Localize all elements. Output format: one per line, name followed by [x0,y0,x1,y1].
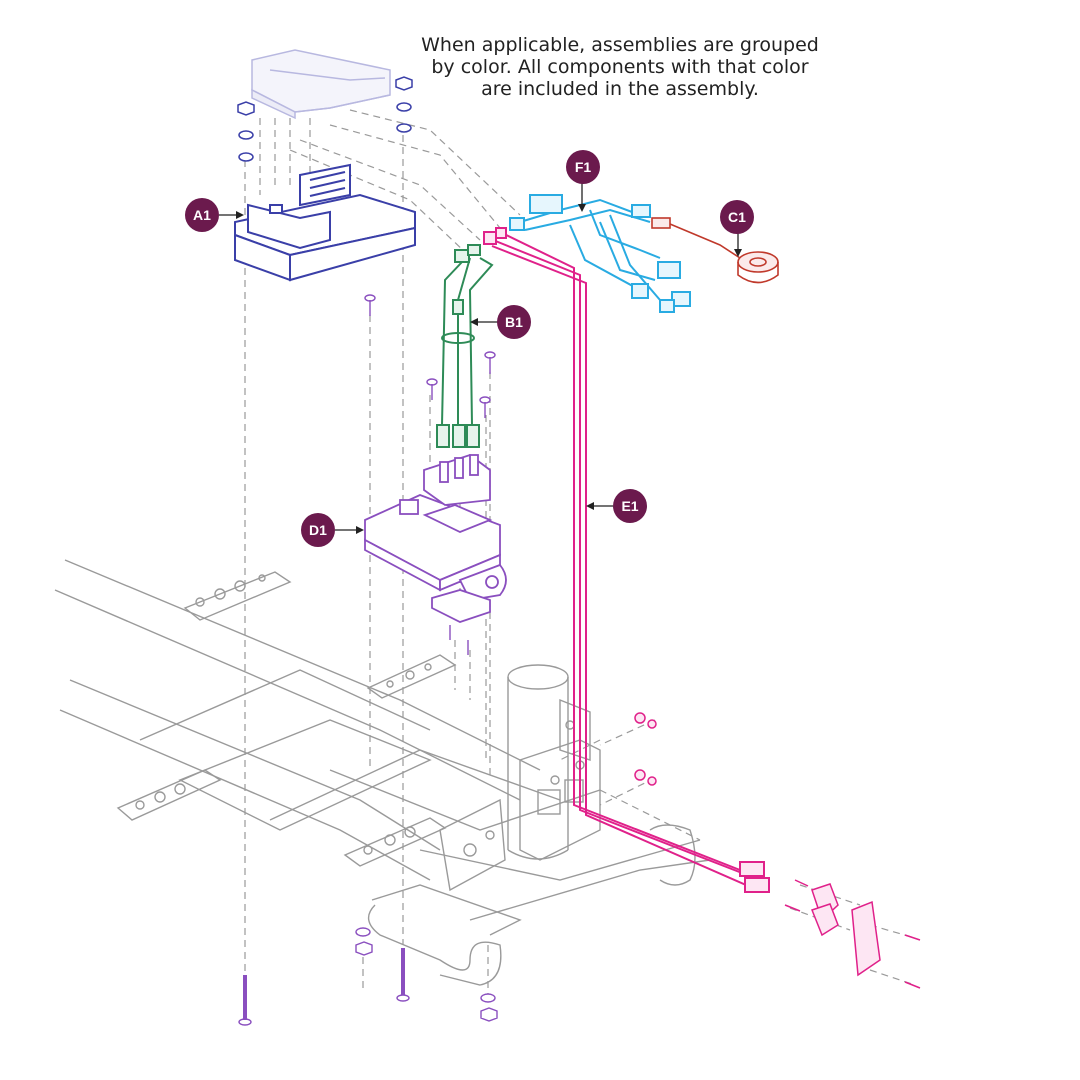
chassis-frame [54,559,711,986]
leader-arrowheads [236,204,742,534]
callout-a1: A1 [185,198,219,232]
callout-d1: D1 [301,513,335,547]
f1-harness [509,194,691,313]
a1-controller [234,163,416,282]
e1-hardware [634,712,921,989]
d1-bracket [364,453,507,623]
a1-hardware-nuts [237,76,413,162]
hardware-screws [238,294,498,1026]
note-line-3: are included in the assembly. [481,78,759,100]
callout-b1: B1 [497,305,531,339]
note-line-1: When applicable, assemblies are grouped [421,34,819,56]
controller-cover [251,49,391,120]
note-line-2: by color. All components with that color [431,56,809,78]
e1-harness [483,227,770,893]
callout-c1: C1 [720,200,754,234]
assembly-color-note: When applicable, assemblies are grouped … [380,34,860,100]
c1-component [651,217,779,284]
callout-f1: F1 [566,150,600,184]
callout-e1: E1 [613,489,647,523]
b1-harness [436,244,494,448]
